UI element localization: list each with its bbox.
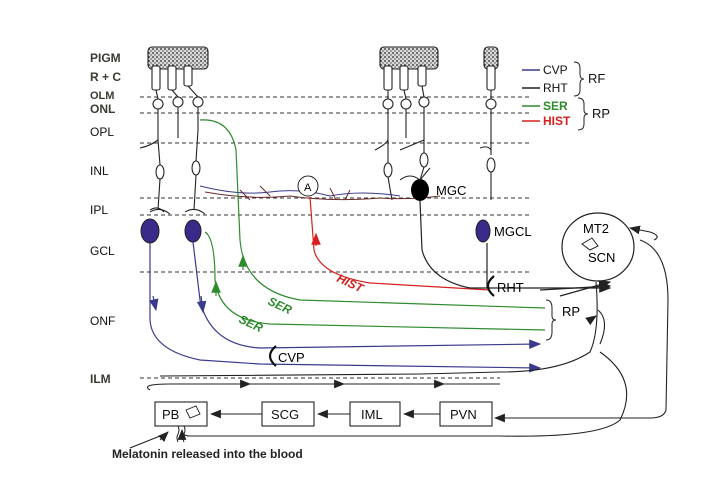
mt2-label: MT2 <box>583 221 609 236</box>
legend-rp-brace <box>577 97 589 131</box>
amacrine-label: A <box>304 182 312 194</box>
iml-label: IML <box>361 407 383 422</box>
rp-path-label: RP <box>562 304 580 319</box>
bipolar-cell <box>419 152 429 168</box>
mgcl-label: MGCL <box>494 224 532 239</box>
bipolar-cell <box>486 157 496 173</box>
photoreceptors-left <box>139 46 209 213</box>
legend-cvp: CVP <box>543 63 568 77</box>
caption: Melatonin released into the blood <box>112 447 303 461</box>
layer-label-inl: INL <box>90 164 109 178</box>
pvn-label: PVN <box>450 407 477 422</box>
receptor-nucleus <box>418 96 430 108</box>
pigment-cap <box>379 46 439 70</box>
ganglion-cell-middle <box>184 219 202 243</box>
cvp-bracket <box>268 345 277 367</box>
legend-rp: RP <box>592 106 610 121</box>
photoreceptor-far-right <box>479 46 499 200</box>
ganglion-cell-right <box>475 219 491 243</box>
layer-label-ilm: ILM <box>90 372 111 386</box>
rod-outer-segment <box>399 65 409 91</box>
layer-label-onf: ONF <box>90 314 115 328</box>
receptor-nucleus <box>152 98 164 110</box>
receptor-nucleus <box>192 96 204 108</box>
layer-boundaries <box>140 96 530 379</box>
hist-label: HIST <box>335 271 367 296</box>
hist-pathway <box>309 196 491 291</box>
cone-outer-segment <box>417 65 427 87</box>
ser-label-2: SER <box>237 312 266 335</box>
scn-label: SCN <box>588 250 615 265</box>
pinealocyte-icon <box>185 405 201 419</box>
bipolar-cell <box>383 162 393 178</box>
receptor-nucleus <box>172 96 184 108</box>
rht-pathway <box>419 200 612 297</box>
legend: CVP RHT RF SER HIST RP <box>522 61 610 131</box>
scg-box: SCG <box>261 401 315 427</box>
mgc-cell <box>411 179 429 201</box>
bipolar-cell <box>191 160 201 176</box>
legend-rf-brace <box>573 61 585 97</box>
blood-vessel-squiggle <box>176 425 186 443</box>
cvp-path-label: CVP <box>278 350 305 365</box>
mgc-label: MGC <box>436 183 466 198</box>
bipolar-cell <box>155 164 165 180</box>
rod-outer-segment <box>167 65 177 91</box>
amacrine-processes <box>149 185 441 215</box>
amacrine-cell <box>297 175 319 197</box>
pb-box: PB <box>154 401 208 427</box>
layer-label-rc: R + C <box>90 70 121 84</box>
receptor-nucleus <box>382 98 394 110</box>
scn-output-pathway <box>146 225 669 423</box>
scn-region <box>561 212 635 282</box>
pvn-box: PVN <box>439 401 493 427</box>
pb-label: PB <box>162 407 179 422</box>
ganglion-cell-left <box>140 218 160 244</box>
layer-label-ipl: IPL <box>90 203 108 217</box>
legend-ser: SER <box>543 99 568 113</box>
layer-label-opl: OPL <box>90 125 114 139</box>
scg-label: SCG <box>271 407 299 422</box>
cone-outer-segment <box>183 65 193 87</box>
receptor-nucleus <box>485 98 497 110</box>
legend-rht: RHT <box>543 81 568 95</box>
rht-bracket <box>486 275 495 297</box>
rod-outer-segment <box>486 65 496 91</box>
rod-outer-segment <box>383 65 393 91</box>
receptor-nucleus <box>400 98 412 110</box>
layer-label-gcl: GCL <box>90 244 115 258</box>
legend-hist: HIST <box>543 114 571 128</box>
photoreceptors-right <box>374 46 439 201</box>
legend-rf: RF <box>588 71 605 86</box>
layer-label-pigm: PIGM <box>90 51 121 65</box>
layer-label-olm: OLM <box>90 90 114 102</box>
ser-pathway <box>199 119 546 331</box>
scn-neuron-icon <box>581 237 599 251</box>
chain-arrows <box>129 351 628 449</box>
layer-label-onl: ONL <box>90 102 115 116</box>
rp-bracket <box>545 299 557 341</box>
cvp-pathway <box>149 241 542 373</box>
iml-box: IML <box>349 401 401 427</box>
pigment-cap <box>147 46 209 70</box>
rht-path-label: RHT <box>497 280 524 295</box>
rod-outer-segment <box>151 65 161 91</box>
